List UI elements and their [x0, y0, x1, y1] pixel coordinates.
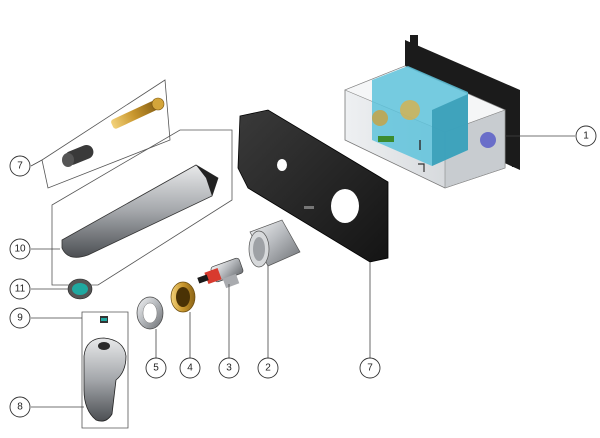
aerator-part — [67, 278, 93, 300]
callout-1: 1 — [575, 125, 597, 147]
svg-text:10: 10 — [14, 244, 26, 255]
handle-group — [81, 311, 129, 429]
bolt-plug-group — [41, 79, 171, 189]
svg-text:3: 3 — [226, 363, 232, 374]
callout-4: 4 — [179, 357, 201, 379]
leader-lines — [30, 135, 575, 408]
svg-text:5: 5 — [153, 363, 159, 374]
svg-text:1: 1 — [583, 131, 589, 142]
callout-5: 5 — [145, 357, 167, 379]
callout-3: 3 — [218, 357, 240, 379]
cartridge-part — [197, 257, 244, 289]
svg-text:4: 4 — [187, 363, 193, 374]
callout-11: 11 — [9, 278, 31, 300]
svg-text:2: 2 — [265, 363, 271, 374]
concealed-box-part — [344, 35, 520, 189]
svg-text:9: 9 — [17, 313, 23, 324]
cover-plate-part — [237, 109, 389, 263]
callout-7-right: 7 — [359, 357, 381, 379]
callout-2: 2 — [257, 357, 279, 379]
brass-nut-part — [170, 281, 196, 313]
svg-text:7: 7 — [367, 363, 373, 374]
chrome-ring-part — [136, 296, 164, 330]
sleeve-part — [248, 219, 301, 268]
svg-text:8: 8 — [17, 402, 23, 413]
spout-group — [51, 129, 233, 286]
callout-10: 10 — [9, 238, 31, 260]
callout-8: 8 — [9, 396, 31, 418]
callout-9: 9 — [9, 307, 31, 329]
svg-text:7: 7 — [17, 161, 23, 172]
callout-7-left: 7 — [9, 155, 31, 177]
svg-text:11: 11 — [15, 284, 26, 295]
